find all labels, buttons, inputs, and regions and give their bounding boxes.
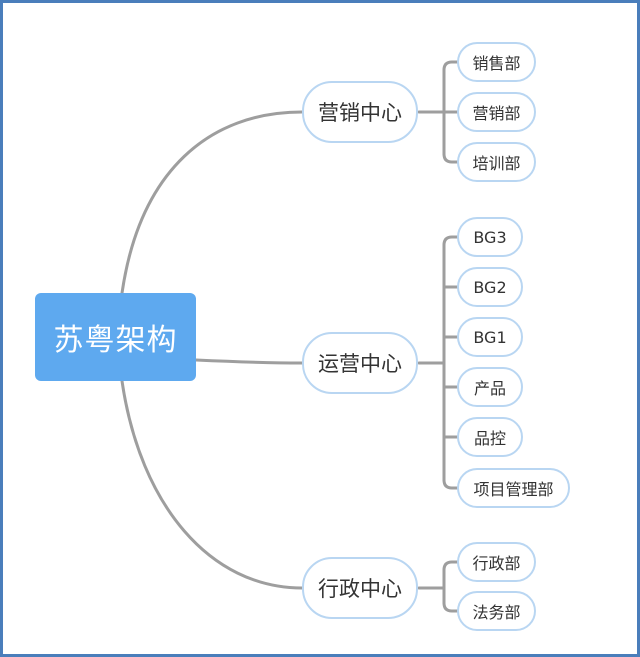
connector-root-admin bbox=[120, 379, 304, 590]
center-node-admin[interactable]: 行政中心 bbox=[302, 557, 418, 619]
department-node-marketing[interactable]: 营销部 bbox=[457, 92, 536, 132]
department-node-bg3[interactable]: BG3 bbox=[457, 217, 523, 257]
department-node-training[interactable]: 培训部 bbox=[457, 142, 536, 182]
department-node-bg1[interactable]: BG1 bbox=[457, 317, 523, 357]
department-node-product[interactable]: 产品 bbox=[457, 367, 523, 407]
center-node-marketing[interactable]: 营销中心 bbox=[302, 81, 418, 143]
department-node-legal[interactable]: 法务部 bbox=[457, 591, 536, 631]
department-node-bg2[interactable]: BG2 bbox=[457, 267, 523, 307]
department-node-administration[interactable]: 行政部 bbox=[457, 542, 536, 582]
department-node-sales[interactable]: 销售部 bbox=[457, 42, 536, 82]
connector-root-marketing bbox=[120, 110, 304, 295]
center-node-operations[interactable]: 运营中心 bbox=[302, 332, 418, 394]
department-node-project-management[interactable]: 项目管理部 bbox=[457, 468, 570, 508]
department-node-quality-control[interactable]: 品控 bbox=[457, 417, 523, 457]
root-node[interactable]: 苏粤架构 bbox=[35, 293, 196, 381]
connector-root-operations bbox=[194, 358, 304, 365]
